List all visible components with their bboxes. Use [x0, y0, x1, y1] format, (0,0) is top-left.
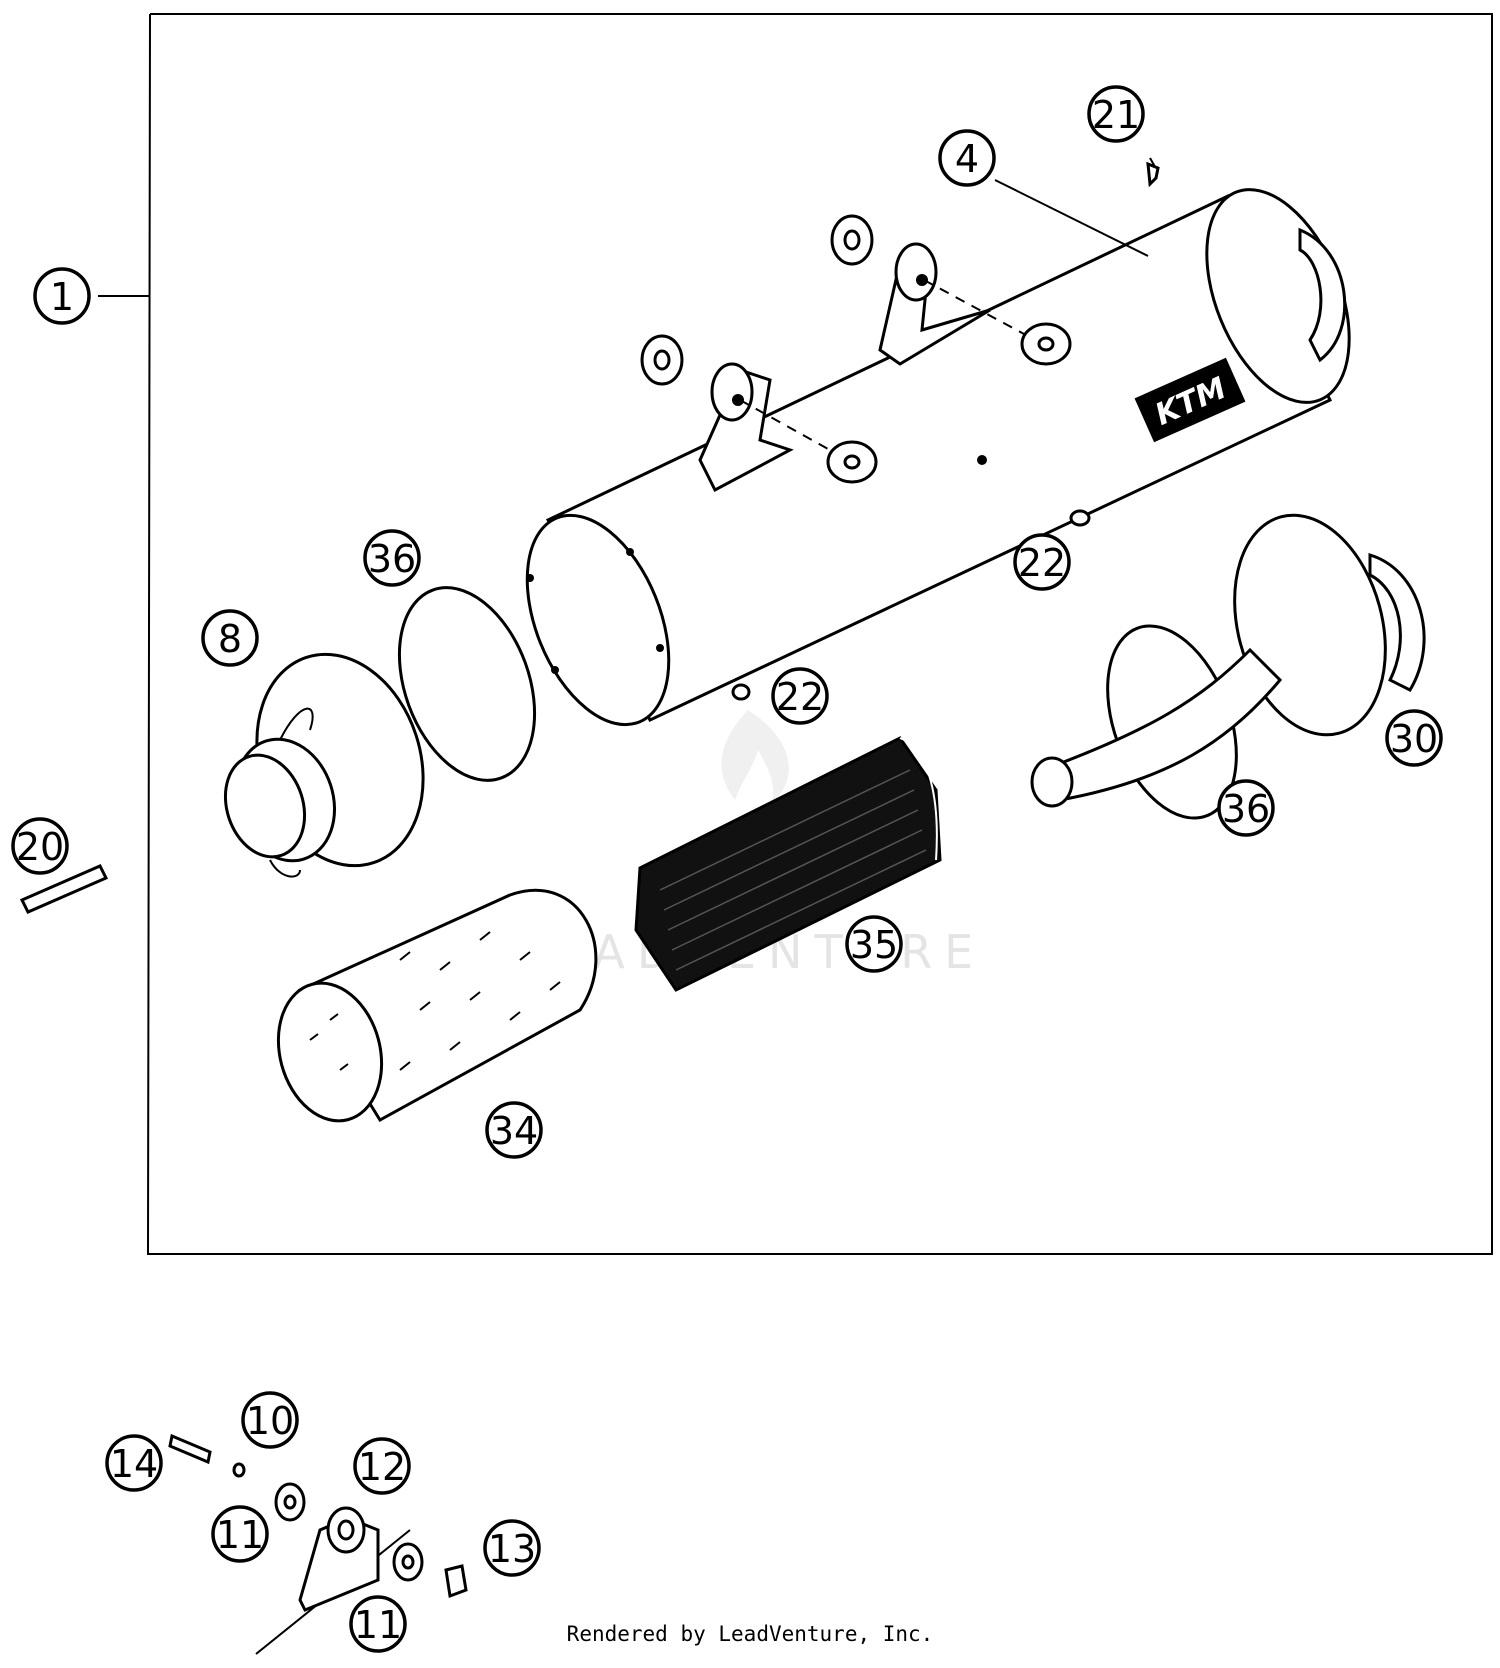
- callout-34: 34: [485, 1101, 543, 1159]
- svg-text:35: 35: [850, 923, 898, 967]
- svg-text:36: 36: [368, 537, 416, 581]
- svg-text:22: 22: [1018, 541, 1066, 585]
- muffler-shell: KTM: [525, 188, 1351, 727]
- callout-36-right: 36: [1217, 779, 1275, 837]
- flame-logo-icon: [721, 710, 789, 805]
- callout-10: 10: [241, 1391, 299, 1449]
- callout-36-left: 36: [363, 529, 421, 587]
- callout-11-upper: 11: [211, 1505, 269, 1563]
- svg-text:13: 13: [488, 1527, 536, 1571]
- render-credit: Rendered by LeadVenture, Inc.: [566, 1622, 934, 1646]
- callout-30: 30: [1385, 709, 1443, 767]
- silencer-packing: [276, 888, 598, 1123]
- gasket-left: [397, 586, 537, 782]
- svg-text:11: 11: [216, 1513, 264, 1557]
- svg-text:14: 14: [110, 1442, 158, 1486]
- svg-text:4: 4: [955, 137, 979, 181]
- svg-text:34: 34: [490, 1109, 538, 1153]
- svg-text:11: 11: [354, 1603, 402, 1647]
- svg-text:22: 22: [776, 675, 824, 719]
- callout-21: 21: [1087, 85, 1145, 143]
- callout-13: 13: [483, 1519, 541, 1577]
- svg-text:21: 21: [1092, 93, 1140, 137]
- svg-text:10: 10: [246, 1399, 294, 1443]
- callout-11-lower: 11: [349, 1595, 407, 1653]
- callout-4: 4: [938, 129, 996, 187]
- mounting-bracket-assembly: [168, 1433, 468, 1655]
- callout-22-lower: 22: [771, 667, 829, 725]
- front-end-cap: [223, 652, 425, 878]
- svg-text:30: 30: [1390, 717, 1438, 761]
- assembly-frame: [98, 13, 1493, 1255]
- callout-1: 1: [33, 267, 91, 325]
- svg-text:1: 1: [50, 275, 74, 319]
- callout-35: 35: [845, 915, 903, 973]
- svg-text:12: 12: [358, 1445, 406, 1489]
- callout-22-upper: 22: [1013, 533, 1071, 591]
- svg-text:36: 36: [1222, 787, 1270, 831]
- callout-8: 8: [201, 609, 259, 667]
- svg-text:20: 20: [16, 825, 64, 869]
- rear-end-cap-with-pipe: [1030, 513, 1426, 820]
- callout-14: 14: [105, 1434, 163, 1492]
- callout-12: 12: [353, 1437, 411, 1495]
- svg-text:8: 8: [218, 617, 242, 661]
- callout-20: 20: [11, 817, 69, 875]
- rivets: [731, 161, 1160, 701]
- spring: [19, 864, 109, 914]
- perforated-insert: [634, 736, 942, 992]
